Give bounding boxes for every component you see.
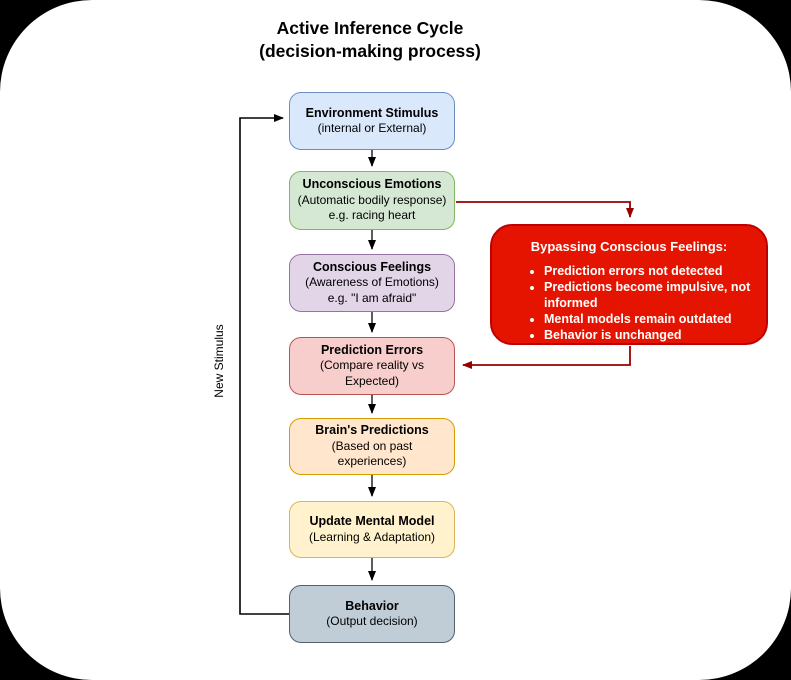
- node-subtitle: (Based on past experiences): [331, 438, 413, 469]
- node-subtitle: (Compare reality vs Expected): [319, 358, 425, 388]
- bypass-bullet: Prediction errors not detected: [544, 263, 756, 279]
- arrow-unconscious-to-bypass: [456, 201, 634, 218]
- node-title: Behavior: [345, 598, 399, 613]
- node-subtitle: (Awareness of Emotions): [305, 275, 439, 290]
- node-title: Environment Stimulus: [305, 105, 439, 120]
- new-stimulus-label: New Stimulus: [212, 324, 226, 398]
- node-title: Conscious Feelings: [312, 259, 432, 274]
- arrow-behavior-loop-to-env: [239, 114, 289, 615]
- node-unconscious-emotions: Unconscious Emotions (Automatic bodily r…: [289, 171, 455, 230]
- node-title: Update Mental Model: [309, 514, 435, 528]
- diagram-title-line1: Active Inference Cycle: [276, 18, 464, 38]
- node-subtitle: (Learning & Adaptation): [308, 529, 436, 544]
- diagram-title: Active Inference Cycle (decision-making …: [180, 17, 560, 63]
- node-subtitle: (internal or External): [317, 121, 427, 135]
- node-behavior: Behavior (Output decision): [289, 585, 455, 643]
- diagram-title-line2: (decision-making process): [259, 41, 481, 61]
- node-title: Brain's Predictions: [315, 423, 429, 438]
- node-conscious-feelings: Conscious Feelings (Awareness of Emotion…: [289, 254, 455, 312]
- bypass-bullet: Mental models remain outdated: [544, 311, 756, 327]
- node-example: e.g. racing heart: [328, 208, 416, 223]
- node-subtitle: (Automatic bodily response): [297, 192, 447, 207]
- node-environment-stimulus: Environment Stimulus (internal or Extern…: [289, 92, 455, 150]
- node-prediction-errors: Prediction Errors (Compare reality vs Ex…: [289, 337, 455, 395]
- bypass-box-title: Bypassing Conscious Feelings:: [530, 239, 728, 254]
- node-title: Prediction Errors: [320, 342, 424, 357]
- node-update-mental-model: Update Mental Model (Learning & Adaptati…: [289, 501, 455, 558]
- node-example: e.g. "I am afraid": [327, 290, 417, 305]
- bypass-bullet: Behavior is unchanged: [544, 327, 756, 343]
- bypass-bullet: Predictions become impulsive, not inform…: [544, 279, 756, 311]
- arrow-bypass-to-prederrors: [462, 346, 631, 369]
- node-brains-predictions: Brain's Predictions (Based on past exper…: [289, 418, 455, 475]
- bypass-conscious-feelings-box: Bypassing Conscious Feelings: Prediction…: [490, 224, 768, 345]
- bypass-bullet-list: Prediction errors not detected Predictio…: [502, 263, 756, 343]
- node-subtitle: (Output decision): [326, 614, 418, 628]
- node-title: Unconscious Emotions: [302, 177, 442, 192]
